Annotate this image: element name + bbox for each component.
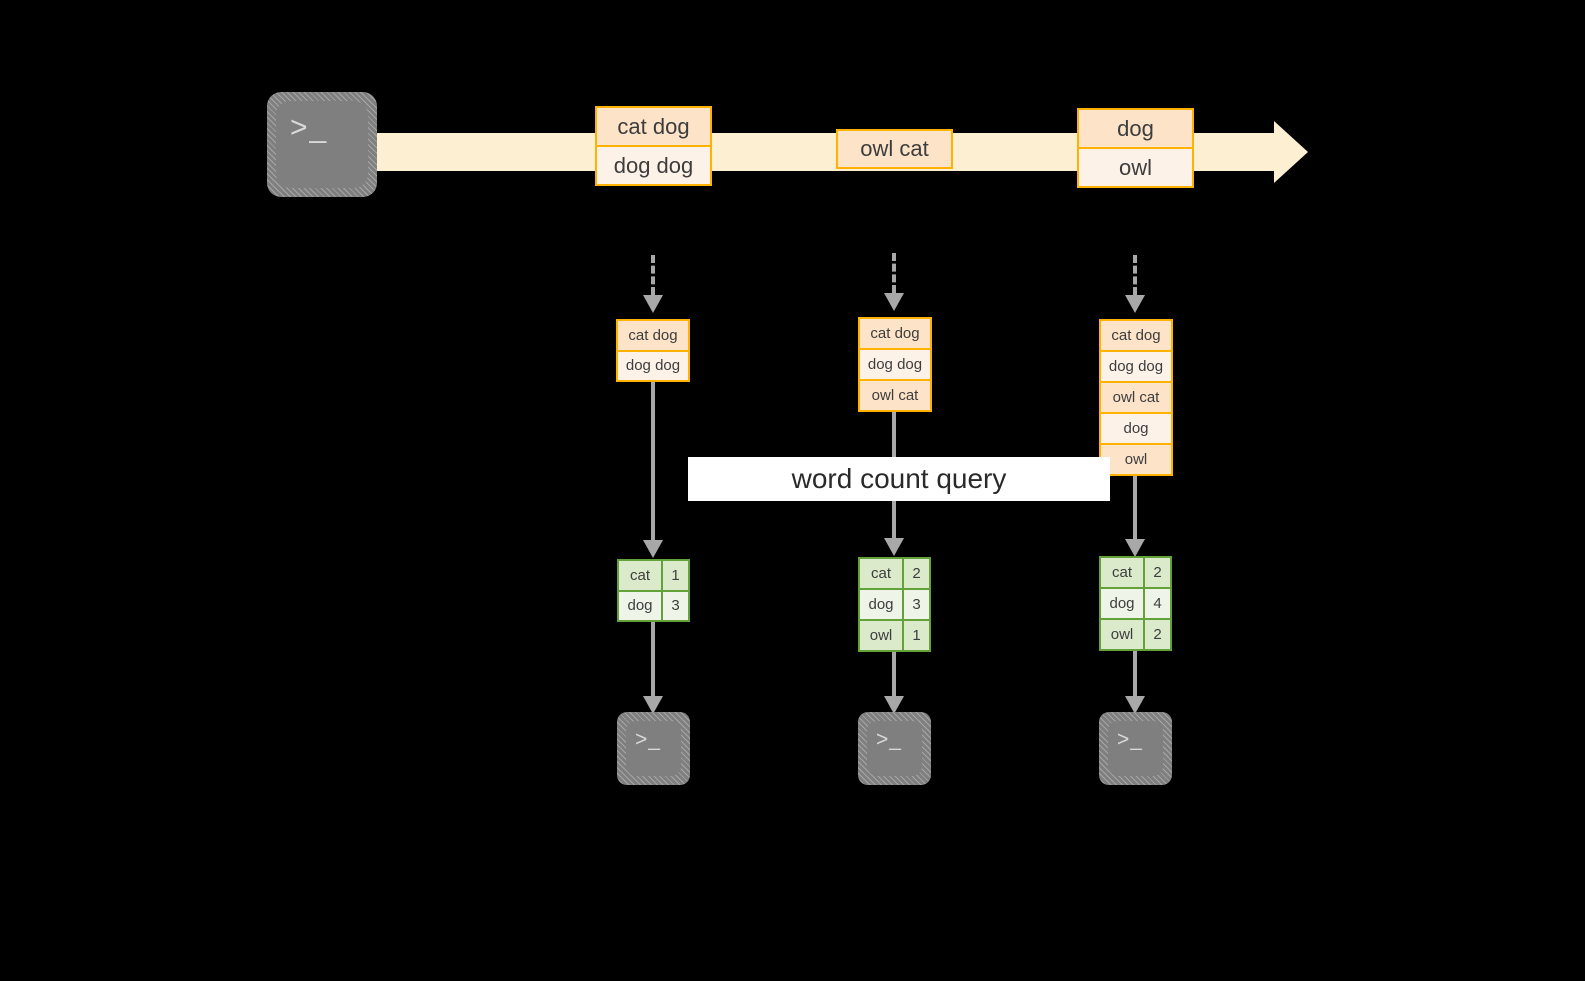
stream-arrow-icon [1274, 121, 1308, 183]
table-row: dog 3 [619, 591, 688, 620]
snapshot-1-accumulated-line: dog dog [618, 351, 688, 380]
snapshot-2-result-table[interactable]: cat 2 dog 3 owl 1 [858, 557, 931, 652]
snapshot-2-sink-terminal-screen: >_ [867, 721, 922, 776]
snapshot-2-accumulated-line: dog dog [860, 350, 930, 381]
snapshot-1-to-sink-arrow-icon [643, 622, 671, 714]
table-row: cat 2 [1101, 558, 1170, 589]
snapshot-1-sink-terminal-prompt: >_ [635, 728, 661, 751]
snapshot-3-accumulated-line: dog [1101, 414, 1171, 445]
table-row: dog 3 [860, 590, 929, 621]
stream-batch-3[interactable]: dog owl [1077, 108, 1194, 188]
stream-batch-2[interactable]: owl cat [836, 129, 953, 169]
source-terminal-screen: >_ [276, 101, 368, 188]
snapshot-3-accumulated-line: cat dog [1101, 321, 1171, 352]
snapshot-3-result-value: 2 [1145, 620, 1170, 649]
query-label-band: word count query [688, 457, 1110, 501]
snapshot-3-accumulated[interactable]: cat dog dog dog owl cat dog owl [1099, 319, 1173, 476]
stream-batch-3-line: owl [1079, 149, 1192, 186]
snapshot-2-accumulated-line: cat dog [860, 319, 930, 350]
snapshot-2-to-sink-arrow-icon [884, 652, 912, 714]
stream-batch-1-line: dog dog [597, 147, 710, 184]
snapshot-1-result-key: cat [619, 561, 663, 590]
snapshot-1-accumulated[interactable]: cat dog dog dog [616, 319, 690, 382]
dashed-down-arrow-icon [1125, 255, 1153, 313]
snapshot-3-result-value: 2 [1145, 558, 1170, 587]
snapshot-3-accumulated-line: owl cat [1101, 383, 1171, 414]
snapshot-3-sink-terminal-prompt: >_ [1117, 728, 1143, 751]
snapshot-1-sink-terminal-screen: >_ [626, 721, 681, 776]
snapshot-2-accumulated[interactable]: cat dog dog dog owl cat [858, 317, 932, 412]
snapshot-2-sink-terminal-icon[interactable]: >_ [858, 712, 931, 785]
snapshot-2-result-value: 3 [904, 590, 929, 619]
snapshot-2-result-key: cat [860, 559, 904, 588]
snapshot-1-sink-terminal-icon[interactable]: >_ [617, 712, 690, 785]
snapshot-1-result-value: 1 [663, 561, 688, 590]
snapshot-1-to-result-arrow-icon [643, 382, 671, 559]
table-row: owl 1 [860, 621, 929, 650]
table-row: cat 1 [619, 561, 688, 592]
source-terminal-prompt: >_ [290, 111, 329, 144]
dashed-down-arrow-icon [643, 255, 671, 313]
stream-batch-3-line: dog [1079, 110, 1192, 149]
snapshot-2-result-value: 2 [904, 559, 929, 588]
snapshot-3-accumulated-line: dog dog [1101, 352, 1171, 383]
source-terminal-icon[interactable]: >_ [267, 92, 377, 197]
snapshot-3-result-table[interactable]: cat 2 dog 4 owl 2 [1099, 556, 1172, 651]
snapshot-2-result-key: dog [860, 590, 904, 619]
stream-batch-1-line: cat dog [597, 108, 710, 147]
snapshot-3-accumulated-line: owl [1101, 445, 1171, 474]
snapshot-1-result-value: 3 [663, 591, 688, 620]
table-row: cat 2 [860, 559, 929, 590]
snapshot-3-sink-terminal-icon[interactable]: >_ [1099, 712, 1172, 785]
stream-batch-1[interactable]: cat dog dog dog [595, 106, 712, 186]
stream-batch-2-line: owl cat [838, 131, 951, 167]
snapshot-1-result-table[interactable]: cat 1 dog 3 [617, 559, 690, 622]
snapshot-1-accumulated-line: cat dog [618, 321, 688, 352]
dashed-down-arrow-icon [884, 253, 912, 311]
table-row: dog 4 [1101, 589, 1170, 620]
snapshot-3-result-key: cat [1101, 558, 1145, 587]
snapshot-1-result-key: dog [619, 591, 663, 620]
snapshot-2-accumulated-line: owl cat [860, 381, 930, 410]
snapshot-3-to-result-arrow-icon [1125, 476, 1153, 558]
query-label: word count query [791, 463, 1007, 494]
snapshot-3-result-key: dog [1101, 589, 1145, 618]
snapshot-3-result-key: owl [1101, 620, 1145, 649]
snapshot-2-result-value: 1 [904, 621, 929, 650]
snapshot-2-result-key: owl [860, 621, 904, 650]
table-row: owl 2 [1101, 620, 1170, 649]
snapshot-3-sink-terminal-screen: >_ [1108, 721, 1163, 776]
snapshot-3-to-sink-arrow-icon [1125, 651, 1153, 714]
snapshot-3-result-value: 4 [1145, 589, 1170, 618]
snapshot-2-sink-terminal-prompt: >_ [876, 728, 902, 751]
